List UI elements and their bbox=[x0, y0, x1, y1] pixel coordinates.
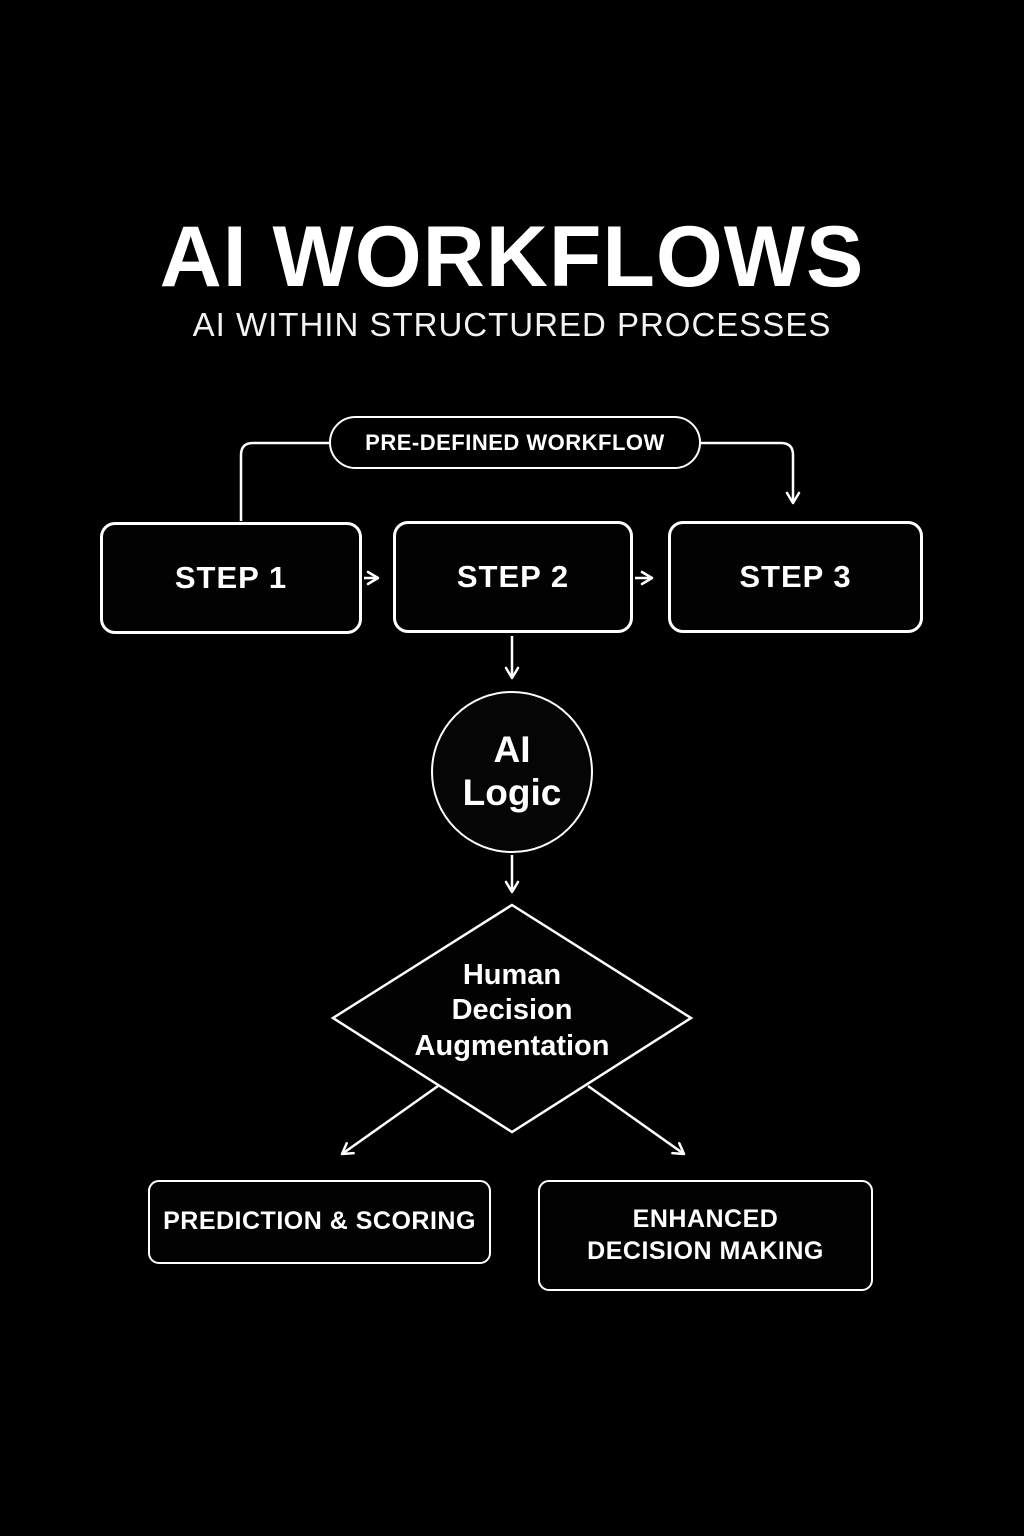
ai-logic-line-2: Logic bbox=[462, 772, 562, 813]
step-3-label: STEP 3 bbox=[739, 559, 852, 594]
step-2-box: STEP 2 bbox=[393, 521, 633, 633]
page-subtitle: AI WITHIN STRUCTURED PROCESSES bbox=[192, 306, 832, 343]
outcome-prediction-box: PREDICTION & SCORING bbox=[148, 1180, 491, 1264]
outcome-enhanced-label: ENHANCED DECISION MAKING bbox=[587, 1205, 824, 1265]
decision-line-1: Human bbox=[462, 959, 562, 991]
step-3-box: STEP 3 bbox=[668, 521, 923, 633]
connector-decision-to-prediction bbox=[340, 1084, 439, 1156]
step-1-box: STEP 1 bbox=[100, 522, 362, 634]
decision-line-2: Decision bbox=[451, 994, 573, 1027]
connector-decision-to-enhanced bbox=[587, 1084, 686, 1156]
step-1-label: STEP 1 bbox=[174, 560, 288, 595]
ai-logic-node: AI Logic bbox=[431, 691, 593, 853]
connector-pill-to-step1 bbox=[239, 441, 329, 521]
page-title: AI WORKFLOWS bbox=[159, 209, 865, 305]
ai-logic-line-1: AI bbox=[493, 729, 531, 771]
workflow-pill-label: PRE-DEFINED WORKFLOW bbox=[365, 429, 665, 455]
decision-label: Human Decision Augmentation bbox=[362, 958, 662, 1064]
outcome-prediction-label: PREDICTION & SCORING bbox=[163, 1207, 476, 1236]
ai-logic-label: AI Logic bbox=[463, 729, 562, 814]
step-2-label: STEP 2 bbox=[456, 559, 570, 594]
outcome-enhanced-box: ENHANCED DECISION MAKING bbox=[538, 1180, 873, 1291]
workflow-pill: PRE-DEFINED WORKFLOW bbox=[329, 416, 701, 469]
decision-line-3: Augmentation bbox=[414, 1029, 610, 1062]
connector-pill-to-step3 bbox=[701, 441, 801, 505]
